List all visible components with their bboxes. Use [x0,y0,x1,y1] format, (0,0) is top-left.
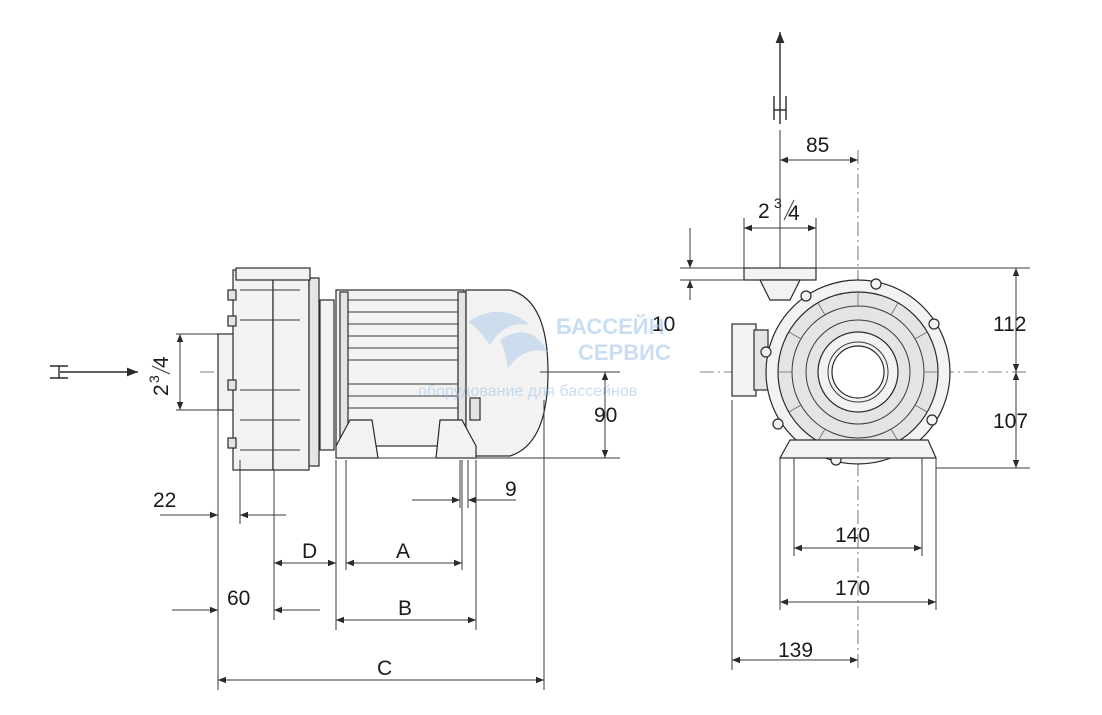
dim-B: B [336,597,476,624]
dim-85: 85 [779,130,858,268]
volute-casing [760,278,951,466]
dim-outlet-size-top: 2 3 4 [743,195,817,268]
dim-140-label: 140 [835,524,870,547]
dim-inlet-size-side: 2 3 4 [146,334,184,410]
watermark: БАССЕЙН СЕРВИС оборудование для бассейно… [418,311,671,400]
dim-outlet-den: 4 [788,202,800,225]
dim-139-label: 139 [778,639,813,662]
watermark-line1: БАССЕЙН [556,314,664,339]
dim-C: C [218,400,545,690]
dim-D-label: D [302,540,317,563]
front-inlet-stub [731,323,769,397]
side-view: 2 3 4 90 9 22 [50,267,620,690]
dim-60: 60 [172,587,320,614]
dim-22: 22 [153,410,286,690]
dim-90: 90 [476,371,620,459]
watermark-line2: СЕРВИС [578,340,671,365]
dim-60-label: 60 [227,587,250,610]
dim-10: 10 [652,228,744,336]
dim-inlet-num: 3 [146,375,162,383]
dim-107: 107 [936,372,1030,469]
dim-22-label: 22 [153,489,176,512]
pump-housing [227,267,335,471]
dim-112: 112 [816,267,1030,372]
dim-inlet-den: 4 [150,356,173,368]
dim-C-label: C [377,657,392,680]
dim-170-label: 170 [835,577,870,600]
dim-outlet-whole: 2 [758,200,770,223]
watermark-line3: оборудование для бассейнов [418,383,637,400]
dim-170: 170 [779,458,937,610]
dim-10-label: 10 [652,313,675,336]
dim-9-label: 9 [505,478,517,501]
dim-112-label: 112 [993,313,1026,336]
dim-D-A: D A [273,460,477,630]
dim-A-label: A [396,540,410,563]
dim-90-label: 90 [594,404,617,427]
dim-107-label: 107 [993,410,1028,433]
outlet-flow-arrow [773,32,787,124]
dim-85-label: 85 [806,134,829,157]
dim-139: 139 [731,400,858,670]
inlet-flow-arrow [50,365,138,379]
dim-B-label: B [398,597,412,620]
pump-base [778,439,937,459]
dim-140: 140 [793,458,923,556]
discharge-flange [743,267,817,301]
front-view: 85 2 3 4 10 112 [652,32,1030,670]
dim-9: 9 [412,460,517,508]
dim-outlet-num: 3 [774,195,782,211]
dim-inlet-whole: 2 [150,384,173,396]
motor-body [335,289,549,459]
